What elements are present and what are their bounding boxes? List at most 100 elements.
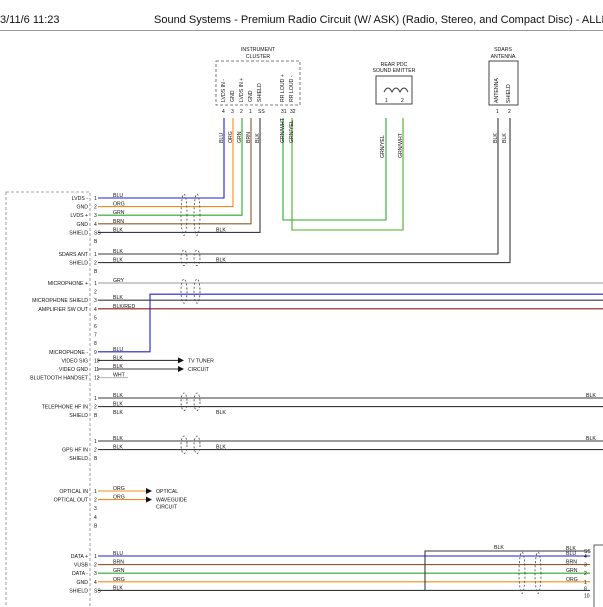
radio-pin-number: 3 — [94, 571, 97, 577]
radio-pin-number: 2 — [94, 405, 97, 411]
shield-splice — [180, 392, 188, 412]
radio-pin-label: SHIELD — [69, 413, 88, 419]
radio-pin-label: SDARS ANT — [59, 252, 89, 258]
ic-pin-number: 32 — [290, 109, 296, 115]
wire-color-label: GRN — [113, 210, 125, 216]
wire-color-label: BLK — [113, 585, 123, 591]
arrow-icon — [178, 357, 184, 364]
arrow-icon — [178, 366, 184, 372]
shield-splice — [193, 278, 201, 304]
sdars-pin-antenna: ANTENNA — [494, 78, 500, 103]
wire-color-label: BLK/RED — [113, 304, 135, 310]
wire-color-label: BLK — [494, 545, 504, 551]
shield-splice — [193, 249, 201, 266]
optical-label: WAVEGUIDE — [156, 498, 188, 504]
right-pin-number: SS — [584, 549, 591, 555]
wire — [98, 118, 261, 233]
radio-pin-number: B — [94, 523, 98, 529]
radio-pin-number: 3 — [94, 213, 97, 219]
right-pin-number: 4 — [584, 554, 587, 560]
radio-pin-number: 11 — [94, 367, 99, 373]
shield-splice — [180, 435, 188, 455]
radio-pin-number: 2 — [94, 448, 97, 454]
wire-color-label: BLU — [566, 551, 576, 557]
wire-color-label: BLK — [113, 258, 123, 264]
radio-pin-number: 2 — [94, 563, 97, 569]
wire-color-label: ORG — [566, 577, 578, 583]
radio-pin-label: GPS HF IN — [62, 448, 88, 454]
wire-color-label: GRN — [113, 568, 125, 574]
radio-pin-label: MICROPHONE SHIELD — [32, 298, 88, 304]
radio-pin-label: MICROPHONE - — [49, 350, 88, 356]
radio-pin-number: B — [94, 269, 98, 275]
shield-splice — [193, 193, 201, 236]
sdars-pin-1: 1 — [496, 109, 499, 115]
wire-color-label: BLK — [586, 436, 596, 442]
vertical-wire-label: BLK — [255, 133, 261, 143]
tv-tuner-label: CIRCUIT — [188, 367, 210, 373]
radio-pin-number: 3 — [94, 298, 97, 304]
radio-pin-number: 9 — [94, 350, 97, 356]
radio-pin-number: B — [94, 456, 98, 462]
wire — [424, 550, 590, 591]
right-pin-number: 2 — [584, 571, 587, 577]
wire — [98, 118, 225, 199]
radio-pin-number: SS — [94, 230, 101, 236]
sdars-title-2: ANTENNA — [491, 54, 516, 60]
optical-label: OPTICAL — [156, 489, 178, 495]
right-pin-number: 1 — [584, 580, 587, 586]
ic-pin-number: 31 — [281, 109, 287, 115]
header-divider — [0, 30, 603, 31]
wire-color-label: ORG — [113, 202, 125, 208]
vertical-wire-label: ORG — [228, 131, 234, 143]
radio-pin-number: 3 — [94, 506, 97, 512]
radio-pin-label: SHIELD — [69, 588, 88, 594]
wire-color-label: ORG — [113, 577, 125, 583]
radio-pin-number: 5 — [94, 315, 97, 321]
rear-pdc-title-1: REAR PDC — [381, 62, 408, 68]
radio-pin-number: 1 — [94, 439, 97, 445]
wire-color-label: BLK — [113, 393, 123, 399]
vertical-wire-label: GRN — [237, 131, 243, 143]
radio-pin-number: 7 — [94, 333, 97, 339]
tv-tuner-label: TV TUNER — [188, 358, 214, 364]
radio-pin-label: GND — [76, 580, 88, 586]
arrow-icon — [146, 488, 152, 494]
wire-color-label: BLU — [113, 347, 123, 353]
radio-pin-label: VIDEO GND — [59, 367, 88, 373]
shield-splice — [180, 249, 188, 266]
rear-pdc-sound-emitter: REAR PDC SOUND EMITTER 1 2 — [373, 62, 416, 105]
vertical-wire-label: GRN/WHT — [280, 117, 286, 143]
wire-pdc-loop — [291, 118, 404, 231]
shield-splice — [193, 392, 201, 412]
radio-pin-label: OPTICAL IN — [59, 489, 88, 495]
wire — [98, 118, 234, 208]
ic-pin-number: 3 — [231, 109, 234, 115]
ic-pin-name: SHIELD — [257, 83, 263, 102]
ic-pin-name: LVDS IN + — [239, 78, 245, 102]
radio-pin-label: AMPLIFIER SW OUT — [38, 307, 88, 313]
radio-pin-label: DATA + — [71, 554, 88, 560]
vertical-wire-label: BLK — [502, 133, 508, 143]
wire-color-label: GRN — [566, 568, 578, 574]
radio-pin-number: B — [94, 239, 98, 245]
wire-color-label: ORG — [113, 486, 125, 492]
rear-pdc-pin-1: 1 — [385, 98, 388, 104]
wire-color-label: BLU — [113, 551, 123, 557]
radio-pin-number: 8 — [94, 341, 97, 347]
radio-pin-number: 1 — [94, 281, 97, 287]
right-pin-number: 8 — [584, 586, 587, 592]
sdars-title-1: SDARS — [494, 47, 512, 53]
ic-pin-name: LVDS IN - — [221, 79, 227, 102]
vertical-wire-label: BLK — [493, 133, 499, 143]
wire-color-label: BRN — [566, 560, 577, 566]
wire-color-label: GRY — [113, 278, 125, 284]
optical-label: CIRCUIT — [156, 505, 178, 511]
ic-pin-name: GND — [248, 90, 254, 102]
radio-pin-label: LVDS + — [70, 213, 88, 219]
right-pin-number: 3 — [584, 563, 587, 569]
shield-splice — [518, 551, 526, 594]
wire-color-label: BLK — [113, 445, 123, 451]
radio-pin-number: 2 — [94, 290, 97, 296]
